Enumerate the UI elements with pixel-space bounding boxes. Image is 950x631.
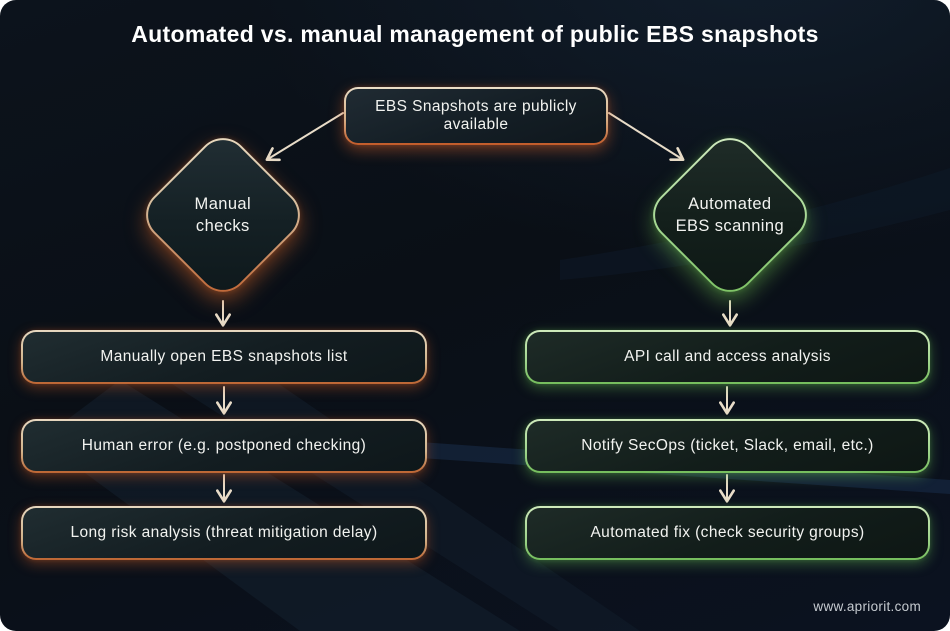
node-automated-step-3: Automated fix (check security groups) [525,506,930,560]
node-manual-step-3-label: Long risk analysis (threat mitigation de… [23,508,425,558]
node-decision-manual: Manual checks [135,127,311,303]
node-decision-manual-label: Manual checks [194,194,252,235]
node-automated-step-1: API call and access analysis [525,330,930,384]
arrow-start-to-automated [608,112,685,162]
node-manual-step-2-label: Human error (e.g. postponed checking) [23,421,425,471]
page-title: Automated vs. manual management of publi… [131,21,819,47]
node-start-label: EBS Snapshots are publicly available [346,89,606,143]
node-automated-step-1-label: API call and access analysis [527,332,928,382]
node-decision-automated-body: Automated EBS scanning [645,130,815,300]
node-automated-step-3-label: Automated fix (check security groups) [527,508,928,558]
node-manual-step-1: Manually open EBS snapshots list [21,330,427,384]
node-decision-manual-body: Manual checks [138,130,308,300]
node-automated-step-2: Notify SecOps (ticket, Slack, email, etc… [525,419,930,473]
node-manual-step-3: Long risk analysis (threat mitigation de… [21,506,427,560]
node-decision-automated: Automated EBS scanning [642,127,818,303]
node-manual-step-1-label: Manually open EBS snapshots list [23,332,425,382]
node-start: EBS Snapshots are publicly available [344,87,608,145]
node-automated-step-2-label: Notify SecOps (ticket, Slack, email, etc… [527,421,928,471]
node-decision-automated-label: Automated EBS scanning [675,194,785,235]
arrow-start-to-manual [265,112,344,162]
website-url: www.apriorit.com [813,599,921,614]
node-manual-step-2: Human error (e.g. postponed checking) [21,419,427,473]
